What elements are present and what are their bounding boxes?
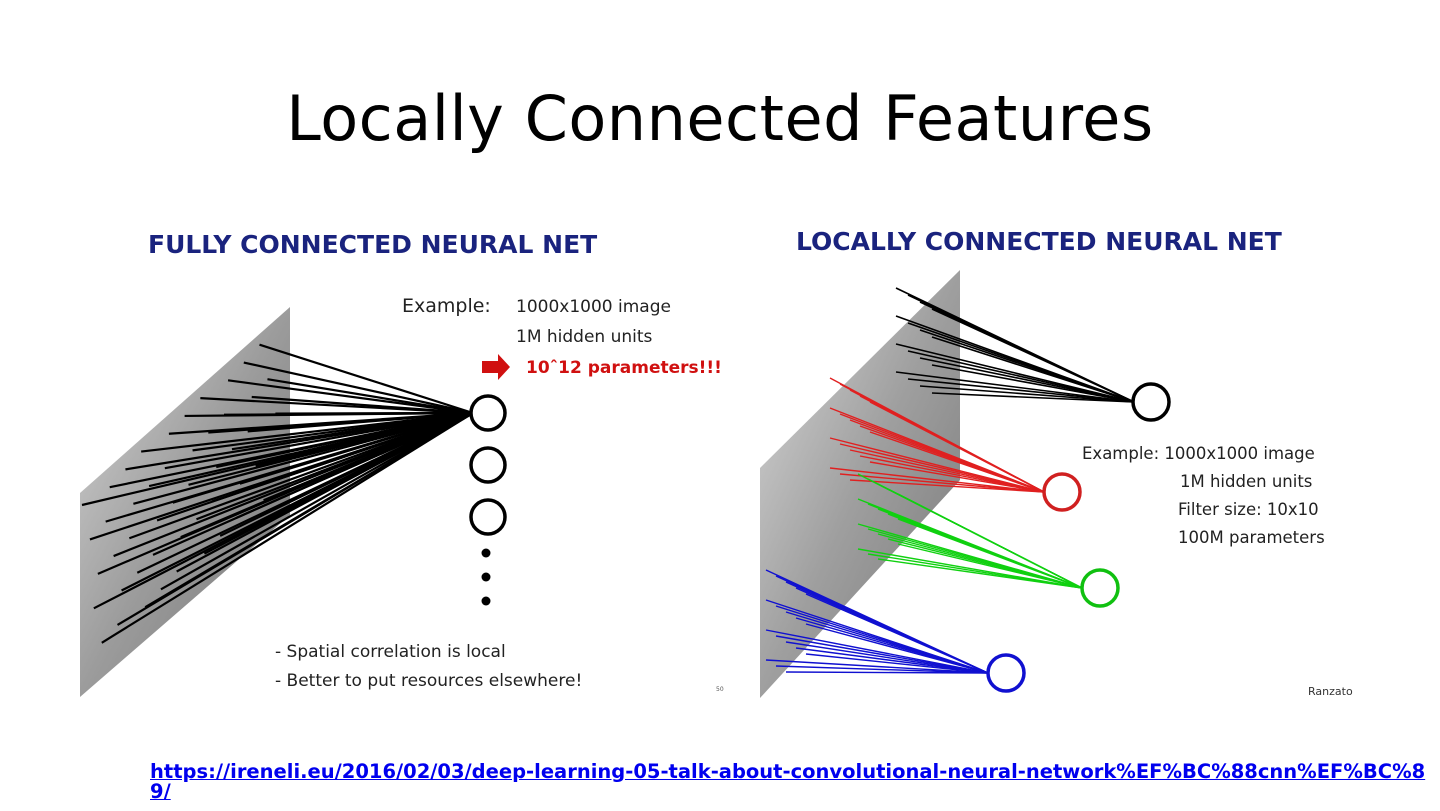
fully-connected-figure: FULLY CONNECTED NEURAL NET Example: 1000… bbox=[78, 215, 728, 702]
weight-line bbox=[251, 395, 474, 415]
weight-line bbox=[231, 411, 474, 451]
source-link[interactable]: https://ireneli.eu/2016/02/03/deep-learn… bbox=[150, 760, 1426, 803]
hidden-unit bbox=[469, 498, 507, 536]
red-arrow-icon bbox=[482, 354, 510, 380]
example-parameters: 10ˆ12 parameters!!! bbox=[526, 358, 722, 378]
weight-line bbox=[895, 371, 1135, 403]
ellipsis-dot bbox=[481, 596, 491, 606]
fully-connected-diagram: FULLY CONNECTED NEURAL NET Example: 1000… bbox=[80, 230, 724, 697]
weight-line bbox=[897, 518, 1083, 589]
weight-line bbox=[931, 364, 1135, 403]
weight-line bbox=[859, 455, 1045, 493]
weight-line bbox=[216, 411, 474, 469]
weight-line bbox=[203, 412, 474, 555]
weight-line bbox=[196, 411, 474, 521]
weight-line bbox=[259, 343, 474, 415]
weight-line bbox=[765, 659, 989, 674]
hidden-unit-green bbox=[1080, 568, 1120, 608]
weight-line bbox=[775, 635, 989, 674]
weight-line bbox=[243, 361, 474, 415]
hidden-unit-red bbox=[1042, 472, 1082, 512]
weight-line bbox=[263, 411, 474, 502]
weight-line bbox=[255, 411, 474, 467]
bullet-better-resources: - Better to put resources elsewhere! bbox=[275, 671, 582, 691]
weight-line bbox=[805, 653, 989, 674]
example-hidden-units: 1M hidden units bbox=[516, 327, 653, 347]
weight-line bbox=[101, 412, 474, 644]
weight-line bbox=[275, 411, 474, 415]
weight-line bbox=[219, 412, 474, 537]
weight-line bbox=[869, 431, 1045, 493]
weight-line bbox=[239, 411, 474, 485]
weight-line bbox=[931, 392, 1135, 403]
example-hidden-units: 1M hidden units bbox=[1180, 472, 1312, 491]
example-label: Example: bbox=[402, 295, 491, 317]
hidden-unit bbox=[469, 446, 507, 484]
example-image-size: 1000x1000 image bbox=[516, 297, 671, 317]
weight-line bbox=[775, 665, 989, 674]
example-filter-size: Filter size: 10x10 bbox=[1178, 500, 1319, 519]
weight-line bbox=[805, 593, 989, 674]
input-image bbox=[80, 307, 290, 697]
local-receptive-field-weights bbox=[765, 287, 1135, 674]
weight-line bbox=[877, 558, 1083, 589]
ellipsis-dot bbox=[481, 548, 491, 558]
weight-line bbox=[785, 671, 989, 674]
weight-line bbox=[897, 493, 1083, 589]
weight-line bbox=[849, 479, 1045, 493]
weight-line bbox=[795, 647, 989, 674]
locally-connected-figure: LOCALLY CONNECTED NEURAL NET Example: 10… bbox=[746, 218, 1356, 702]
bullet-spatial-correlation: - Spatial correlation is local bbox=[275, 642, 506, 662]
example-parameters: 100M parameters bbox=[1178, 528, 1325, 547]
weight-line bbox=[869, 401, 1045, 493]
hidden-unit-black bbox=[1131, 382, 1171, 422]
weight-line bbox=[829, 467, 1045, 493]
weight-line bbox=[164, 411, 474, 470]
weight-line bbox=[211, 411, 474, 503]
weight-line bbox=[160, 412, 474, 591]
ellipsis-dot bbox=[481, 572, 491, 582]
weight-line bbox=[869, 461, 1045, 493]
weight-line bbox=[785, 641, 989, 674]
weight-line bbox=[931, 308, 1135, 403]
page-number: 50 bbox=[716, 686, 724, 693]
weight-line bbox=[919, 385, 1135, 403]
weight-line bbox=[805, 623, 989, 674]
fully-connected-weights bbox=[81, 343, 474, 644]
weight-line bbox=[227, 379, 474, 415]
credit-label: Ranzato bbox=[1308, 685, 1353, 698]
weight-line bbox=[839, 473, 1045, 493]
weight-line bbox=[907, 378, 1135, 403]
hidden-unit bbox=[469, 394, 507, 432]
fully-connected-heading: FULLY CONNECTED NEURAL NET bbox=[148, 230, 597, 259]
locally-connected-diagram: LOCALLY CONNECTED NEURAL NET Example: 10… bbox=[760, 227, 1353, 698]
hidden-unit-blue bbox=[986, 653, 1026, 693]
weight-line bbox=[931, 336, 1135, 403]
weight-line bbox=[247, 411, 474, 433]
slide-title: Locally Connected Features bbox=[286, 82, 1154, 155]
example-image-size: Example: 1000x1000 image bbox=[1082, 444, 1315, 463]
weight-line bbox=[144, 412, 474, 609]
weight-line bbox=[267, 378, 474, 415]
weight-line bbox=[897, 543, 1083, 589]
locally-connected-heading: LOCALLY CONNECTED NEURAL NET bbox=[796, 227, 1282, 256]
